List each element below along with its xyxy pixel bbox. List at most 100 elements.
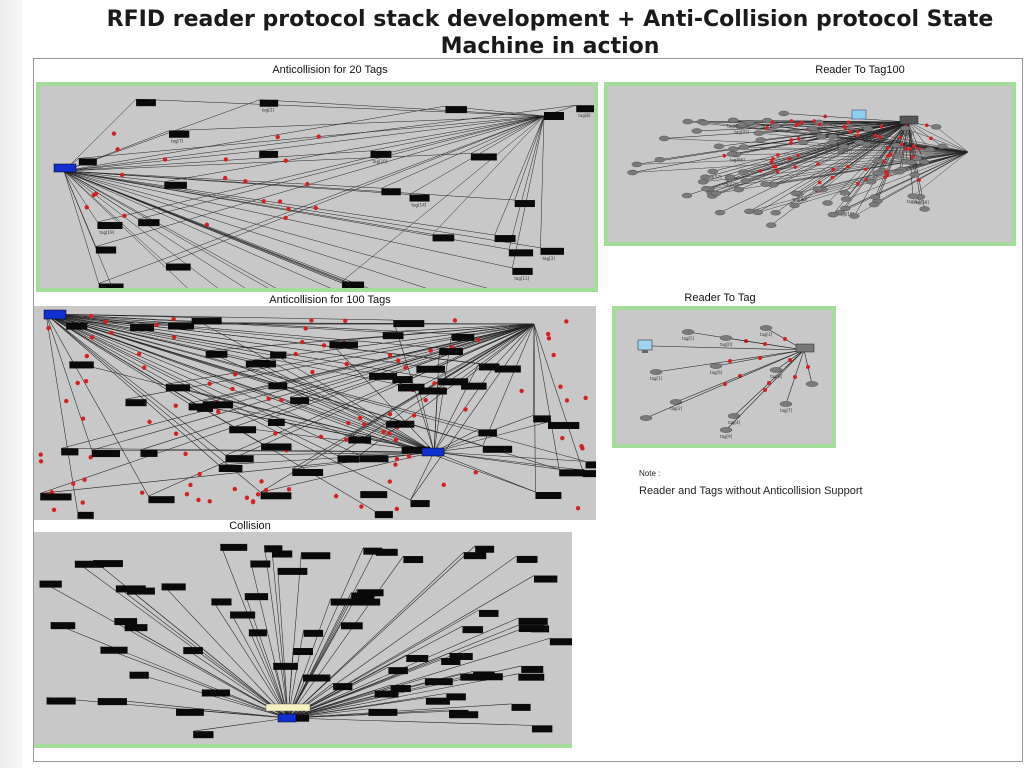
tag-node	[78, 158, 97, 166]
message-dot	[806, 365, 810, 369]
message-dot	[432, 381, 437, 386]
message-dot	[232, 372, 238, 377]
tag-node	[270, 351, 287, 359]
message-edge	[494, 323, 535, 366]
message-edge	[703, 151, 969, 183]
tag-node	[475, 545, 495, 553]
tag-node	[494, 235, 516, 243]
message-dot	[232, 486, 238, 492]
message-dot	[793, 165, 798, 169]
tag-node	[164, 181, 187, 189]
tag-icon	[827, 139, 838, 146]
message-dot	[147, 419, 152, 425]
tag-icon	[839, 190, 850, 196]
message-dot	[197, 471, 202, 477]
message-edge	[287, 682, 334, 719]
node-caption: tag[44]	[899, 131, 914, 136]
message-dot	[863, 167, 868, 172]
message-edge	[433, 363, 480, 453]
message-edge	[252, 359, 435, 453]
message-dot	[103, 319, 108, 324]
tag-node	[544, 112, 564, 120]
tag-node	[183, 647, 203, 655]
message-dot	[207, 499, 212, 504]
tag-icon	[790, 190, 801, 197]
reader-node	[43, 309, 67, 320]
tag-icon	[726, 151, 738, 157]
message-dot	[812, 119, 817, 123]
message-edge	[140, 323, 535, 451]
message-dot	[279, 397, 284, 403]
computer-icon	[637, 339, 653, 351]
tag-node	[470, 153, 497, 161]
message-dot	[310, 369, 315, 375]
message-edge	[410, 451, 435, 501]
node-caption: tag[7]	[171, 139, 184, 144]
message-edge	[259, 99, 545, 117]
message-dot	[564, 319, 569, 324]
message-edge	[287, 673, 519, 719]
tag-icon	[691, 128, 702, 134]
message-edge	[98, 115, 545, 284]
message-dot	[546, 336, 552, 341]
node-caption: tag[0]	[720, 342, 733, 347]
tag-node	[39, 580, 62, 588]
tag-node	[77, 511, 94, 519]
tag-icon	[719, 335, 733, 341]
message-edge	[735, 151, 969, 155]
message-edge	[45, 313, 226, 456]
message-edge	[45, 313, 462, 383]
message-dot	[886, 146, 890, 150]
tag-node	[439, 348, 463, 356]
message-dot	[244, 495, 250, 500]
message-dot	[346, 420, 351, 426]
message-dot	[873, 133, 878, 138]
message-edge	[45, 313, 586, 462]
tag-icon	[868, 201, 880, 208]
message-edge	[136, 98, 545, 117]
message-edge	[63, 170, 488, 288]
message-dot	[885, 154, 890, 158]
message-edge	[812, 121, 909, 129]
tag-icon	[713, 143, 725, 150]
message-edge	[712, 121, 909, 172]
message-dot	[75, 380, 80, 386]
message-edge	[252, 323, 535, 361]
message-edge	[907, 121, 969, 153]
slide-title: RFID reader protocol stack development +…	[106, 7, 994, 59]
message-edge	[91, 323, 535, 451]
node-caption: tag[8]	[770, 374, 783, 379]
message-edge	[907, 121, 925, 162]
message-edge	[381, 115, 545, 189]
message-edge	[45, 313, 370, 374]
tag-node	[100, 646, 128, 654]
message-edge	[798, 121, 909, 195]
message-dot	[283, 158, 288, 163]
tag-node	[533, 575, 558, 583]
message-dot	[142, 365, 147, 370]
tag-node	[441, 657, 461, 665]
tag-node	[264, 545, 283, 553]
message-edge	[494, 115, 545, 236]
tag-icon	[697, 179, 709, 185]
message-edge	[397, 323, 535, 385]
message-dot	[789, 119, 794, 123]
tag100-label: Reader To Tag100	[815, 64, 905, 76]
tag-icon	[759, 325, 773, 331]
tag-node	[374, 690, 399, 698]
message-edge	[636, 151, 969, 165]
message-dot	[846, 164, 850, 169]
reader-node	[53, 163, 77, 173]
message-dot	[776, 153, 780, 157]
message-edge	[63, 170, 513, 269]
tag-icon	[778, 110, 789, 117]
message-dot	[387, 431, 392, 436]
tag-node	[341, 281, 365, 288]
tag-node	[138, 219, 160, 227]
message-dot	[796, 153, 800, 158]
tag-icon	[770, 123, 781, 129]
message-edge	[260, 323, 535, 493]
message-edge	[63, 170, 515, 201]
node-caption: tag[19]	[99, 230, 114, 235]
message-edge	[287, 555, 517, 719]
